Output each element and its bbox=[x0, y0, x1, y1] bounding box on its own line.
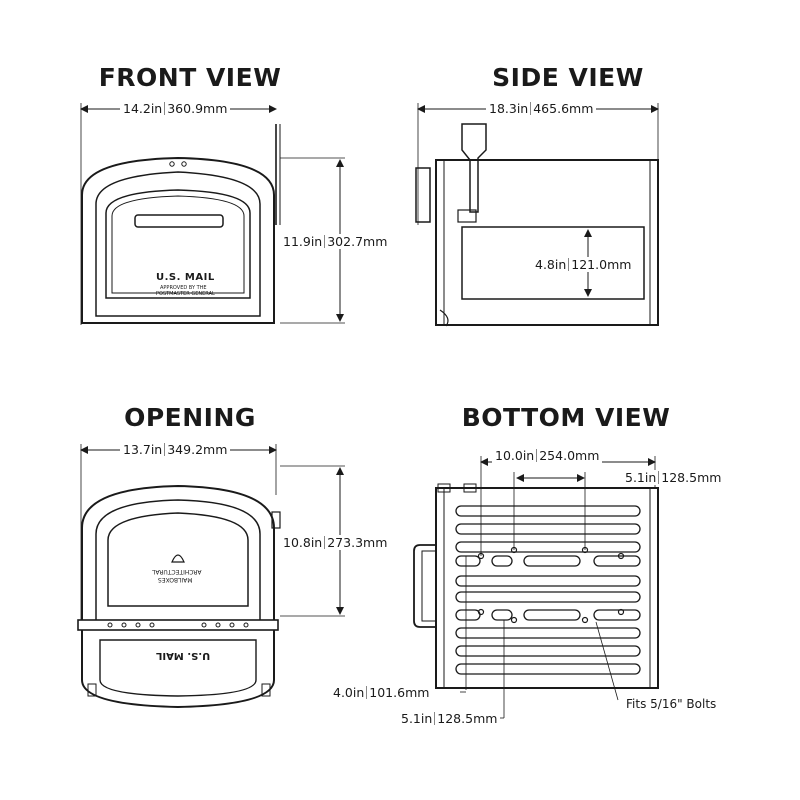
opening-width-mm: 349.2mm bbox=[167, 442, 228, 457]
side-mailbox-body bbox=[435, 159, 659, 326]
opening-brand-1: ARCHITECTURAL bbox=[152, 568, 202, 575]
bolt-holes bbox=[477, 546, 625, 624]
bottom-span4-label: 5.1in 128.5mm bbox=[398, 711, 501, 726]
opening-width-label: 13.7in 349.2mm bbox=[120, 442, 231, 457]
side-height-in: 4.8in bbox=[535, 257, 567, 272]
front-width-label: 14.2in 360.9mm bbox=[120, 101, 231, 116]
bolts-note: Fits 5/16" Bolts bbox=[626, 697, 717, 711]
opening-height-label: 10.8in 273.3mm bbox=[280, 535, 391, 550]
front-width-in: 14.2in bbox=[123, 101, 163, 116]
front-width-mm: 360.9mm bbox=[167, 101, 228, 116]
side-plate bbox=[461, 226, 645, 300]
side-view-drawing bbox=[415, 103, 659, 327]
opening-width-in: 13.7in bbox=[123, 442, 163, 457]
front-door bbox=[105, 189, 251, 299]
bottom-slots bbox=[455, 505, 641, 675]
bottom-span2-mm: 128.5mm bbox=[661, 470, 722, 485]
front-handle bbox=[134, 214, 224, 228]
bottom-span1-mm: 254.0mm bbox=[539, 448, 600, 463]
opening-back-plate bbox=[107, 512, 249, 607]
side-flag bbox=[461, 123, 487, 213]
front-plate-subtext-2: POSTMASTER GENERAL bbox=[156, 291, 215, 297]
bottom-view-title: BOTTOM VIEW bbox=[461, 403, 671, 432]
bottom-span3-mm: 101.6mm bbox=[369, 685, 430, 700]
opening-height-mm: 273.3mm bbox=[327, 535, 388, 550]
side-width-mm: 465.6mm bbox=[533, 101, 594, 116]
bottom-view-drawing bbox=[413, 456, 659, 719]
side-view-title: SIDE VIEW bbox=[492, 63, 644, 92]
bottom-mailbox-body bbox=[435, 487, 659, 689]
front-plate-subtext-1: APPROVED BY THE bbox=[160, 285, 207, 291]
bottom-span4-mm: 128.5mm bbox=[437, 711, 498, 726]
opening-plate-text: U.S. MAIL bbox=[156, 650, 211, 661]
side-width-in: 18.3in bbox=[489, 101, 529, 116]
opening-mailbox-body bbox=[81, 484, 275, 620]
opening-height-in: 10.8in bbox=[283, 535, 323, 550]
bottom-span4-in: 5.1in bbox=[401, 711, 433, 726]
brand-logo-icon bbox=[171, 554, 185, 563]
front-view-title: FRONT VIEW bbox=[98, 63, 282, 92]
side-height-mm: 121.0mm bbox=[571, 257, 632, 272]
bottom-span1-label: 10.0in 254.0mm bbox=[492, 448, 603, 463]
side-width-label: 18.3in 465.6mm bbox=[486, 101, 597, 116]
bolts-leader-line bbox=[595, 621, 619, 701]
front-plate-text: U.S. MAIL bbox=[156, 272, 215, 283]
front-height-mm: 302.7mm bbox=[327, 234, 388, 249]
front-height-in: 11.9in bbox=[283, 234, 323, 249]
front-mailbox-body bbox=[81, 156, 275, 324]
opening-hinge-bar bbox=[77, 619, 279, 631]
bottom-handle bbox=[413, 544, 436, 628]
opening-title: OPENING bbox=[124, 403, 256, 432]
opening-brand-2: MAILBOXES bbox=[158, 576, 193, 583]
bottom-span3-in: 4.0in bbox=[333, 685, 365, 700]
opening-drawing bbox=[77, 444, 345, 709]
bottom-span2-in: 5.1in bbox=[625, 470, 657, 485]
side-height-label: 4.8in 121.0mm bbox=[532, 257, 635, 272]
bottom-span1-in: 10.0in bbox=[495, 448, 535, 463]
bottom-span3-label: 4.0in 101.6mm bbox=[330, 685, 433, 700]
bottom-span2-label: 5.1in 128.5mm bbox=[622, 470, 725, 485]
front-height-label: 11.9in 302.7mm bbox=[280, 234, 391, 249]
